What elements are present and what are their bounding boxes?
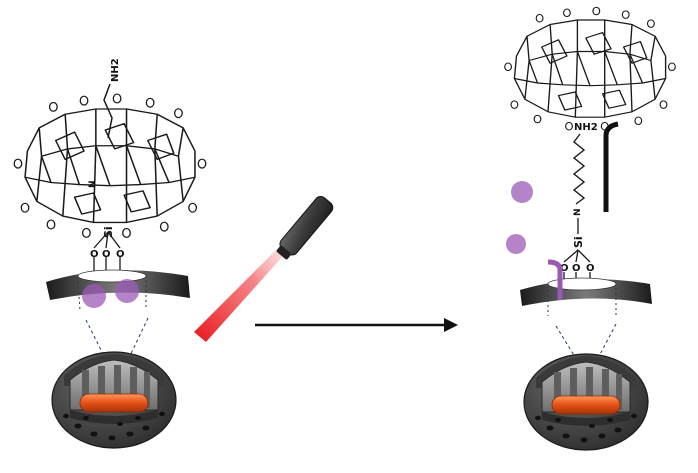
left-pore-opening [77,269,147,283]
right-cargo-molecule-1 [511,181,533,203]
right-nanoparticle-icon [523,353,649,451]
left-amine-label: NH2 [110,58,121,82]
right-alkyl-chain [572,133,586,205]
left-o3-label: O [116,249,125,260]
left-nanoparticle-icon [51,351,177,449]
right-state: NH2 N Si O O O [504,6,676,451]
right-release-arrow [603,121,619,212]
right-cucurbituril-icon [504,6,676,131]
left-n-label: N [88,180,98,188]
arrow-right-icon [255,318,458,332]
right-cargo-molecule-2 [506,234,526,254]
right-amine-label: NH2 [574,122,598,133]
left-cargo-molecule-2 [115,279,139,303]
right-cargo-escape-arrow [547,259,563,300]
left-cucurbituril-icon [13,93,207,239]
right-o1-label: O [560,263,569,274]
left-o2-label: O [102,249,111,260]
right-si-label: Si [572,236,585,248]
laser-pointer-icon [194,196,334,342]
right-o2-label: O [572,263,581,274]
left-state: NH2 N Si O O O [13,58,207,449]
right-n-label: N [573,208,583,216]
left-cargo-molecule-1 [82,284,106,308]
right-o3-label: O [586,263,595,274]
left-o1-label: O [90,249,99,260]
laser-beam [194,240,292,342]
right-pore-opening [547,277,617,291]
